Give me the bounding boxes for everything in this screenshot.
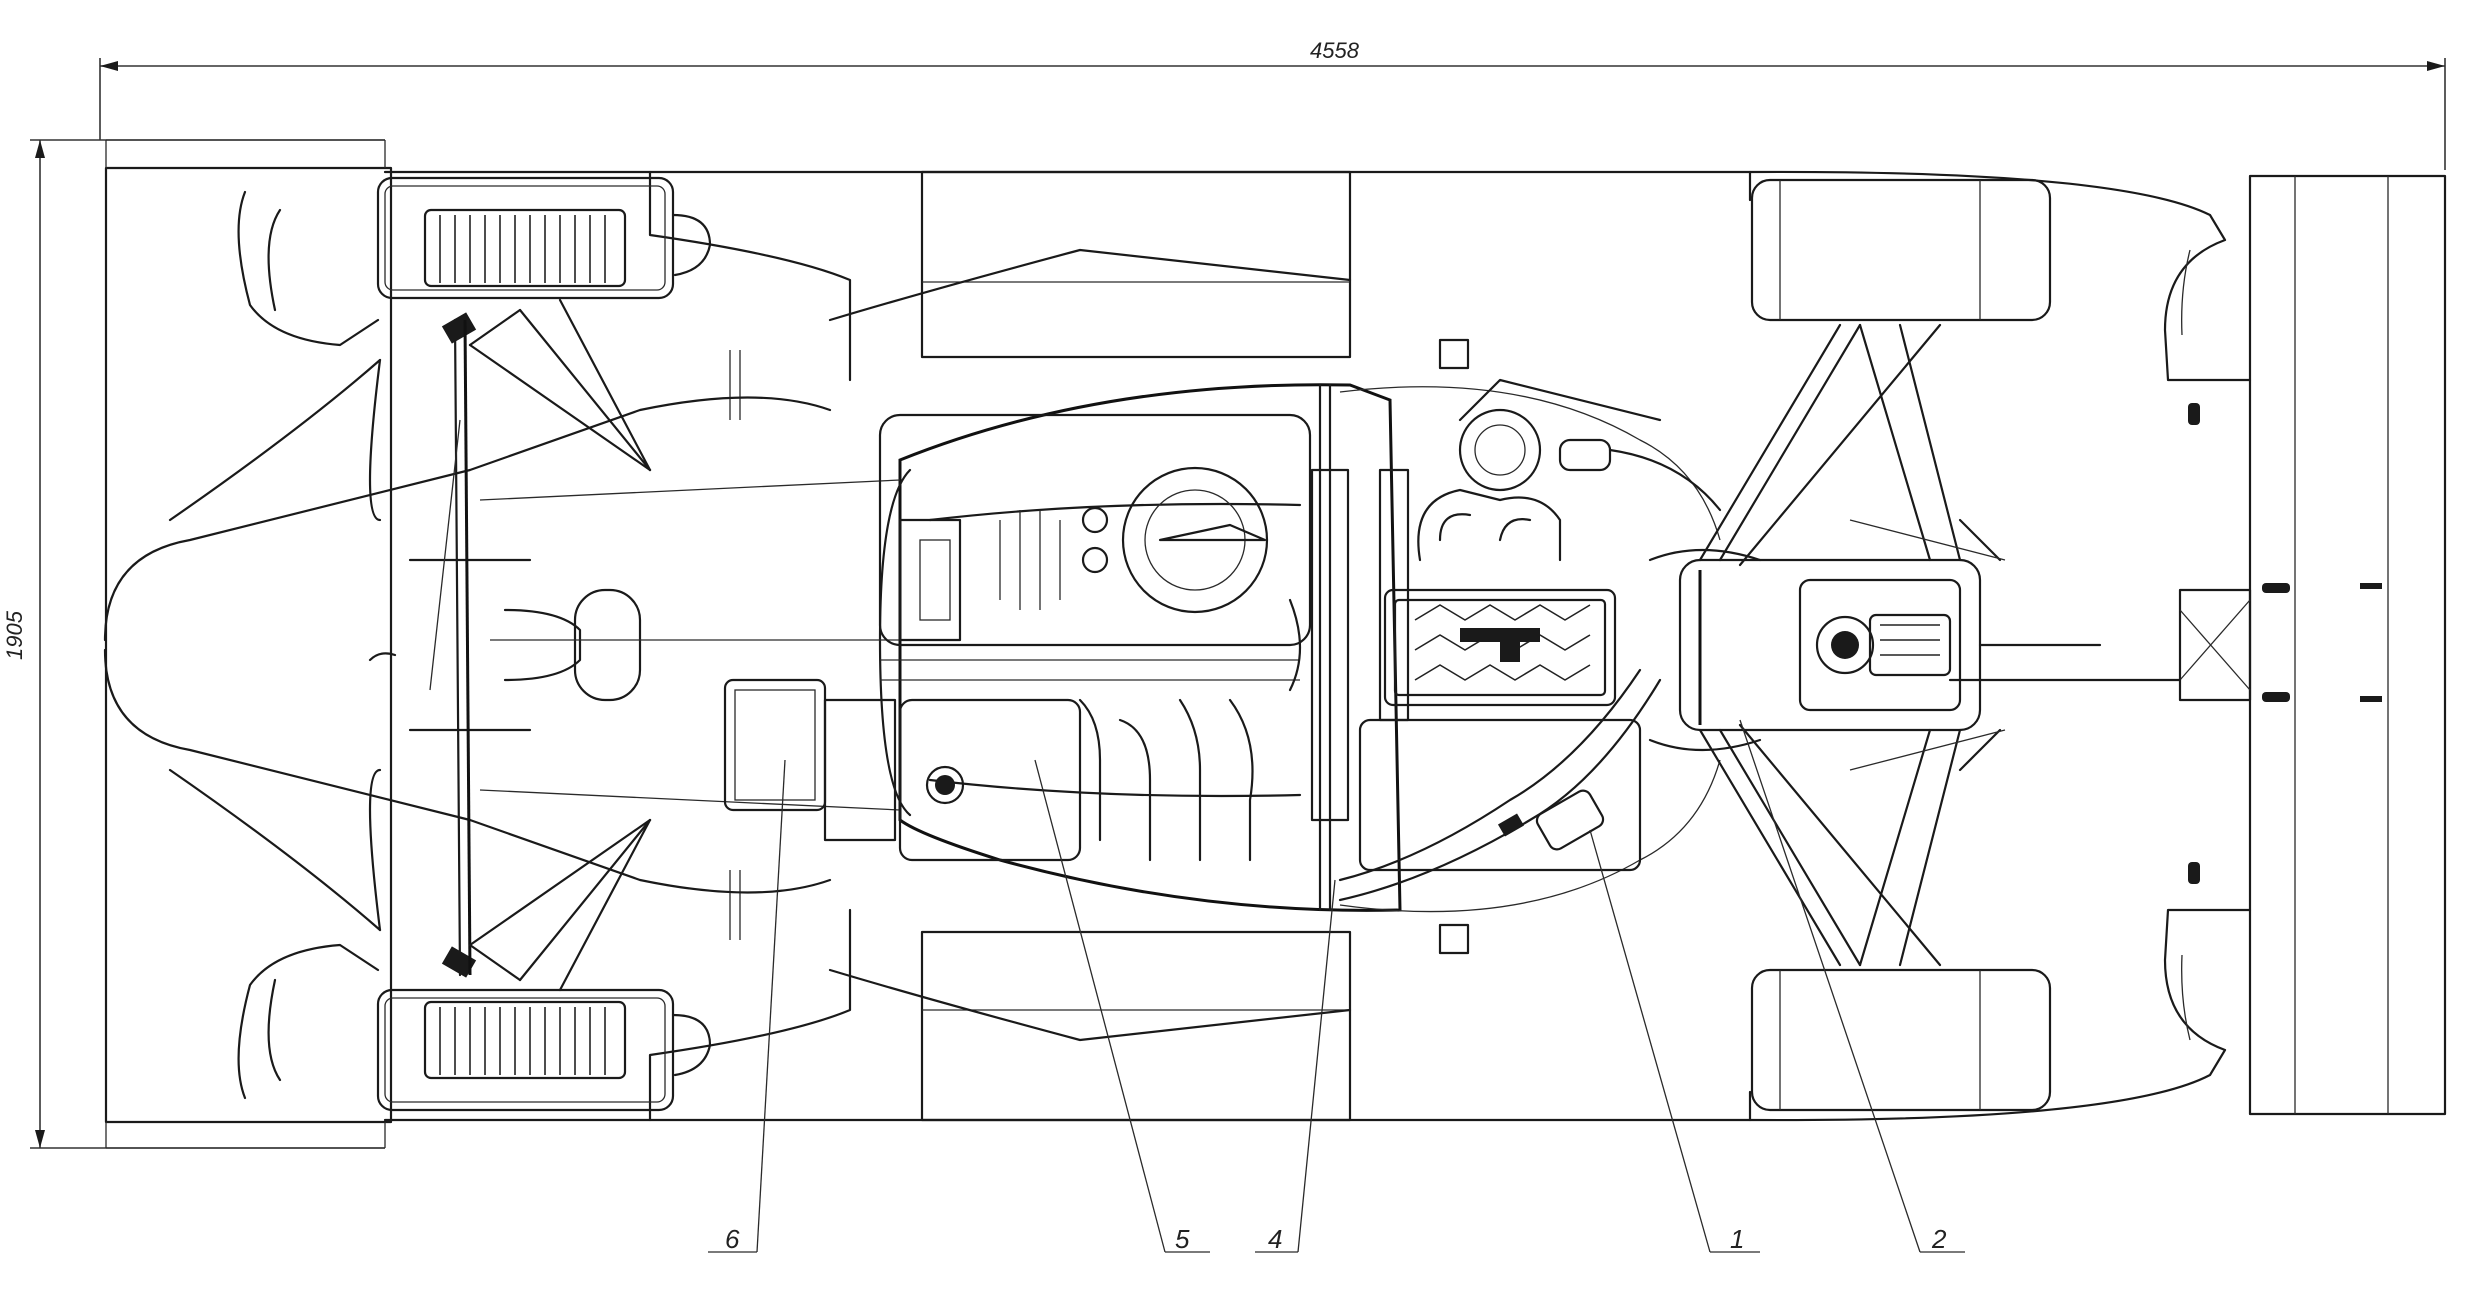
rear-left-radiator [237, 176, 712, 347]
engine-block [1358, 378, 1722, 872]
callout-4: 4 [1268, 1224, 1282, 1254]
engine-bay [723, 413, 1312, 862]
callout-6: 6 [725, 1224, 740, 1254]
callout-leaders [708, 719, 1965, 1253]
rear-right-radiator [237, 943, 712, 1112]
callout-1: 1 [1730, 1224, 1744, 1254]
rear-wing [104, 139, 393, 1149]
front-right-wheel [1750, 968, 2052, 1112]
front-wing [1948, 174, 2447, 1116]
overall-length-label: 4558 [1310, 38, 1360, 63]
front-suspension [1698, 323, 2006, 967]
callout-numbers: 6 5 4 1 2 [725, 1224, 1947, 1254]
overall-length-dimension: 4558 [99, 38, 2446, 170]
gearbox-and-rear-structure [103, 318, 901, 977]
overall-width-dimension: 1905 [2, 139, 385, 1149]
rear-suspension [429, 298, 652, 992]
steering-rack-and-pedals [1648, 548, 2102, 752]
exhaust-pipes [1338, 668, 1662, 902]
chassis-floor-outline [383, 170, 2252, 1122]
callout-5: 5 [1175, 1224, 1190, 1254]
callout-2: 2 [1931, 1224, 1947, 1254]
front-left-wheel [1750, 178, 2052, 322]
overall-width-label: 1905 [2, 610, 27, 660]
